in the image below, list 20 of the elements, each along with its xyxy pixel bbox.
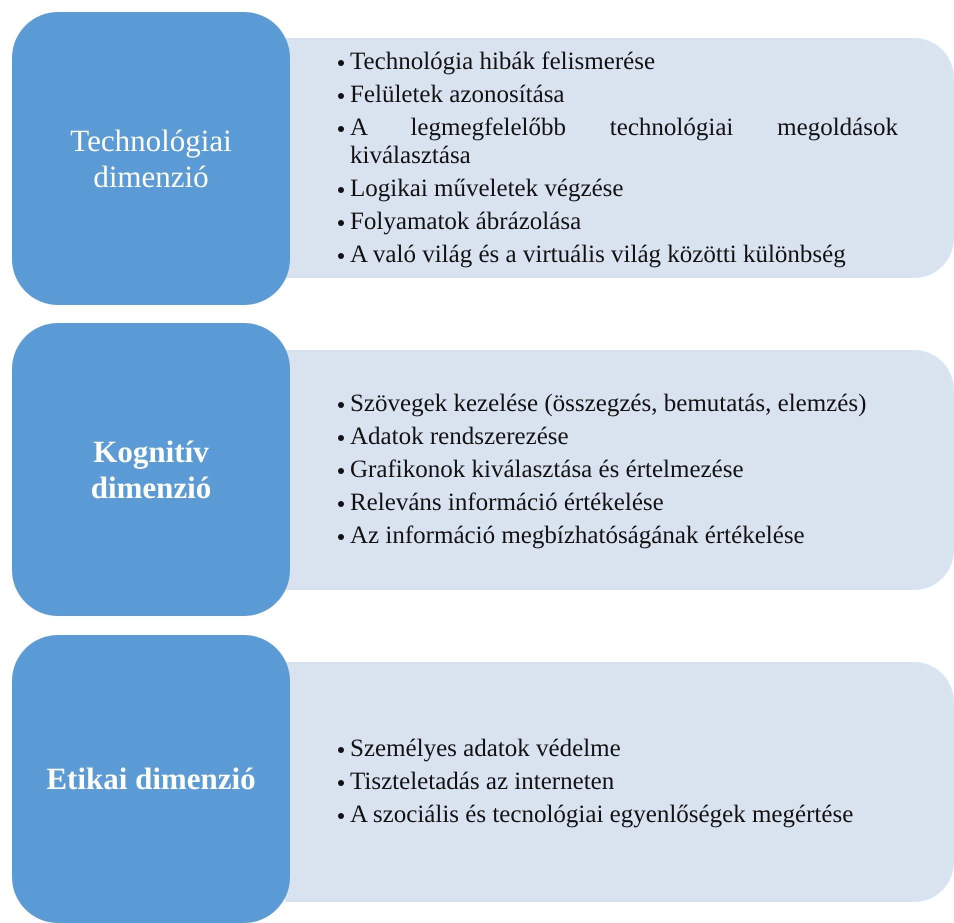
bullet-item: Felületek azonosítása: [350, 80, 566, 108]
bullet-item: Adatok rendszerezése: [350, 423, 570, 451]
bullet-item: A való világ és a virtuális világ közötti különbség: [350, 240, 847, 268]
dimension-box: Etikai dimenzió: [12, 635, 290, 923]
content-panel: [285, 662, 954, 902]
bullet-item: Személyes adatok védelme: [350, 735, 622, 763]
bullet-item: Logikai műveletek végzése: [350, 174, 624, 202]
bullet-item: A legmegfelelőbb technológiai megoldások kiválasztása: [350, 114, 898, 170]
bullet-item: Az információ megbízhatóságának értékelése: [350, 522, 806, 550]
content-panel: [285, 350, 954, 590]
bullet-item: Tiszteletadás az interneten: [350, 768, 616, 796]
bullet-item: Releváns információ értékelése: [350, 489, 665, 517]
bullet-item: Szövegek kezelése (összegzés, bemutatás, elemzés): [350, 390, 868, 418]
content-panel: [285, 38, 954, 278]
dimension-box: Kognitív dimenzió: [12, 323, 290, 616]
bullet-item: A szociális és tecnológiai egyenlőségek megértése: [350, 801, 854, 829]
bullet-item: Technológia hibák felismerése: [350, 48, 656, 76]
bullet-item: Folyamatok ábrázolása: [350, 208, 582, 236]
dimension-box: Technológiai dimenzió: [12, 12, 290, 305]
bullet-item: Grafikonok kiválasztása és értelmezése: [350, 456, 745, 484]
